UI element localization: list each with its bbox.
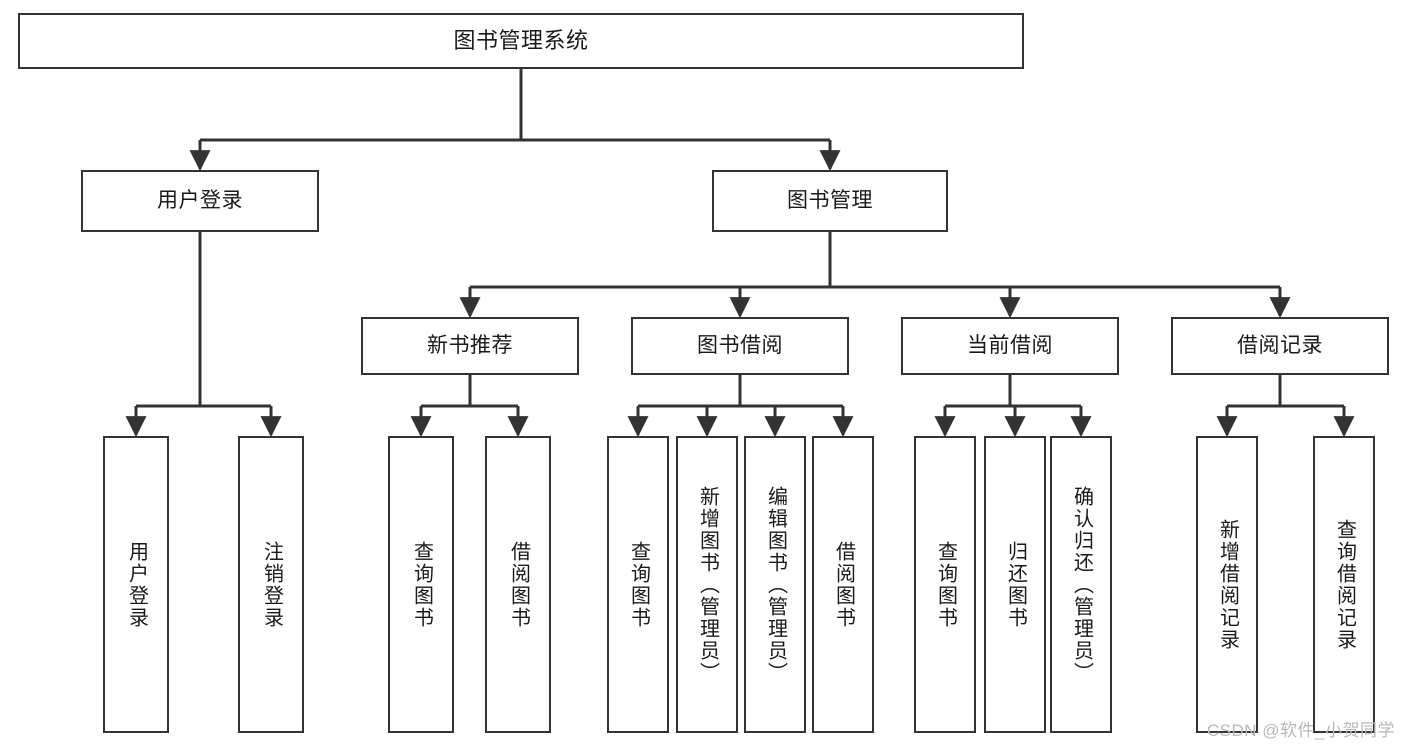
node-label: 查询图书 [627, 540, 650, 629]
node-leaf-logout[interactable]: 注销登录 [238, 436, 304, 733]
node-label: 查询图书 [410, 540, 433, 629]
node-leaf-edit-bk[interactable]: 编辑图书（管理员） [744, 436, 806, 733]
node-leaf-query-cur[interactable]: 查询图书 [914, 436, 976, 733]
node-label: 注销登录 [260, 540, 283, 629]
node-label: 用户登录 [125, 540, 148, 629]
node-leaf-confirm[interactable]: 确认归还（管理员） [1050, 436, 1112, 733]
node-label: 借阅记录 [1237, 333, 1323, 357]
node-root[interactable]: 图书管理系统 [18, 13, 1024, 69]
node-label: 新增图书（管理员） [696, 485, 719, 684]
node-borrow[interactable]: 图书借阅 [631, 317, 849, 375]
node-leaf-add-bk[interactable]: 新增图书（管理员） [676, 436, 738, 733]
node-label: 借阅图书 [832, 540, 855, 629]
node-label: 确认归还（管理员） [1070, 485, 1093, 684]
node-label: 新书推荐 [427, 333, 513, 357]
node-label: 编辑图书（管理员） [764, 485, 787, 684]
node-leaf-add-rec[interactable]: 新增借阅记录 [1196, 436, 1258, 733]
node-label: 新增借阅记录 [1216, 518, 1239, 651]
node-label: 图书管理 [787, 188, 873, 212]
node-label: 图书管理系统 [453, 28, 589, 54]
node-leaf-query-nb[interactable]: 查询图书 [388, 436, 454, 733]
node-records[interactable]: 借阅记录 [1171, 317, 1389, 375]
node-login[interactable]: 用户登录 [81, 170, 319, 232]
node-label: 当前借阅 [967, 333, 1053, 357]
node-label: 查询借阅记录 [1333, 518, 1356, 651]
node-label: 归还图书 [1004, 540, 1027, 629]
node-leaf-login[interactable]: 用户登录 [103, 436, 169, 733]
connector-group [125, 69, 1355, 438]
node-leaf-return[interactable]: 归还图书 [984, 436, 1046, 733]
node-label: 查询图书 [934, 540, 957, 629]
node-label: 用户登录 [157, 188, 243, 212]
node-leaf-lend-bk[interactable]: 借阅图书 [812, 436, 874, 733]
node-leaf-query-rec[interactable]: 查询借阅记录 [1313, 436, 1375, 733]
node-label: 借阅图书 [507, 540, 530, 629]
node-bookmgmt[interactable]: 图书管理 [712, 170, 948, 232]
node-newbook[interactable]: 新书推荐 [361, 317, 579, 375]
node-current[interactable]: 当前借阅 [901, 317, 1119, 375]
node-leaf-query-bk[interactable]: 查询图书 [607, 436, 669, 733]
node-label: 图书借阅 [697, 333, 783, 357]
node-leaf-borrow-nb[interactable]: 借阅图书 [485, 436, 551, 733]
